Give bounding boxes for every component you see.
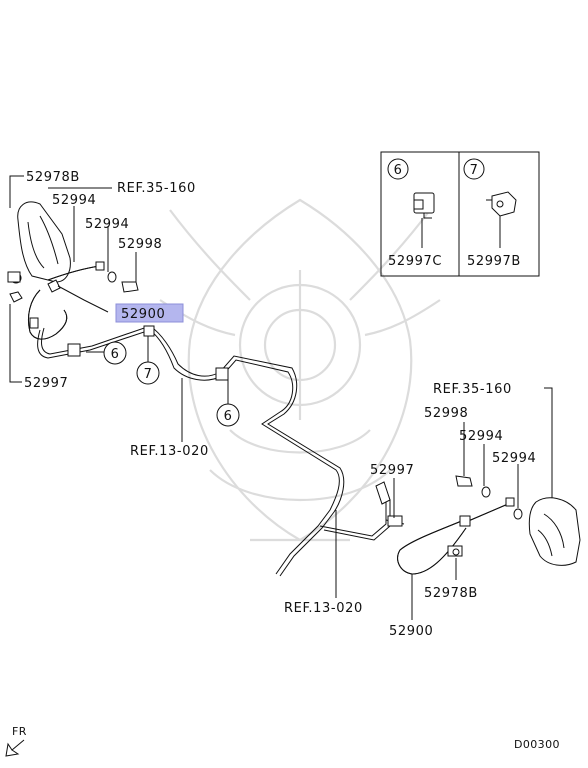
callout-6b — [216, 403, 240, 427]
callout-6a-text: 6 — [111, 347, 120, 362]
legend-frame — [380, 151, 540, 277]
legend-callout-7 — [463, 158, 485, 180]
pipe-clip-7a — [143, 325, 155, 337]
label-52994-c: 52994 — [459, 429, 503, 444]
callout-7a-text: 7 — [144, 367, 153, 382]
diagram-code: D00300 — [514, 738, 560, 751]
fr-arrow-icon — [5, 739, 25, 757]
legend-callout-6-text: 6 — [394, 163, 403, 178]
pipe-bracket-mid — [375, 481, 391, 505]
fr-label: FR — [12, 725, 27, 738]
watermark-emblem — [159, 198, 441, 542]
legend-callout-6 — [387, 158, 409, 180]
label-ref-13-020-top: REF.13-020 — [130, 444, 209, 459]
rear-brake-hose — [397, 475, 523, 575]
label-52900-bottom: 52900 — [389, 624, 433, 639]
label-52978b-bottom: 52978B — [424, 586, 478, 601]
legend-panel: 6 52997C 7 52997B — [380, 151, 540, 277]
label-52998-right: 52998 — [424, 406, 468, 421]
callout-6b-text: 6 — [224, 409, 233, 424]
label-52997-mid: 52997 — [370, 463, 414, 478]
front-brake-hose — [27, 261, 139, 340]
label-52997-left: 52997 — [24, 376, 68, 391]
pipe-clip-6a — [67, 343, 81, 357]
legend-callout-7-text: 7 — [470, 163, 479, 178]
leader-lines — [9, 175, 553, 620]
rear-caliper-assembly — [528, 497, 581, 566]
label-ref-35-160-top: REF.35-160 — [117, 181, 196, 196]
clip-52997c-icon — [413, 192, 435, 219]
pipe-clip-52997-mid — [387, 515, 403, 527]
label-52900-top: 52900 — [121, 307, 165, 322]
label-52978b-top: 52978B — [26, 170, 80, 185]
label-ref-35-160-right: REF.35-160 — [433, 382, 512, 397]
label-52994-b: 52994 — [85, 217, 129, 232]
label-52994-d: 52994 — [492, 451, 536, 466]
legend-part-52997c: 52997C — [388, 254, 442, 269]
label-52994-a: 52994 — [52, 193, 96, 208]
label-52998-top: 52998 — [118, 237, 162, 252]
clip-52997b-icon — [486, 191, 517, 217]
highlight-52900 — [115, 303, 184, 323]
label-ref-13-020-bottom: REF.13-020 — [284, 601, 363, 616]
callout-7a — [136, 361, 160, 385]
pipe-clip-6b — [215, 367, 229, 381]
front-direction-indicator: FR — [5, 725, 27, 757]
callout-6a — [103, 341, 127, 365]
brake-pipe-network — [37, 325, 405, 577]
front-caliper-assembly — [7, 201, 71, 303]
legend-part-52997b: 52997B — [467, 254, 521, 269]
